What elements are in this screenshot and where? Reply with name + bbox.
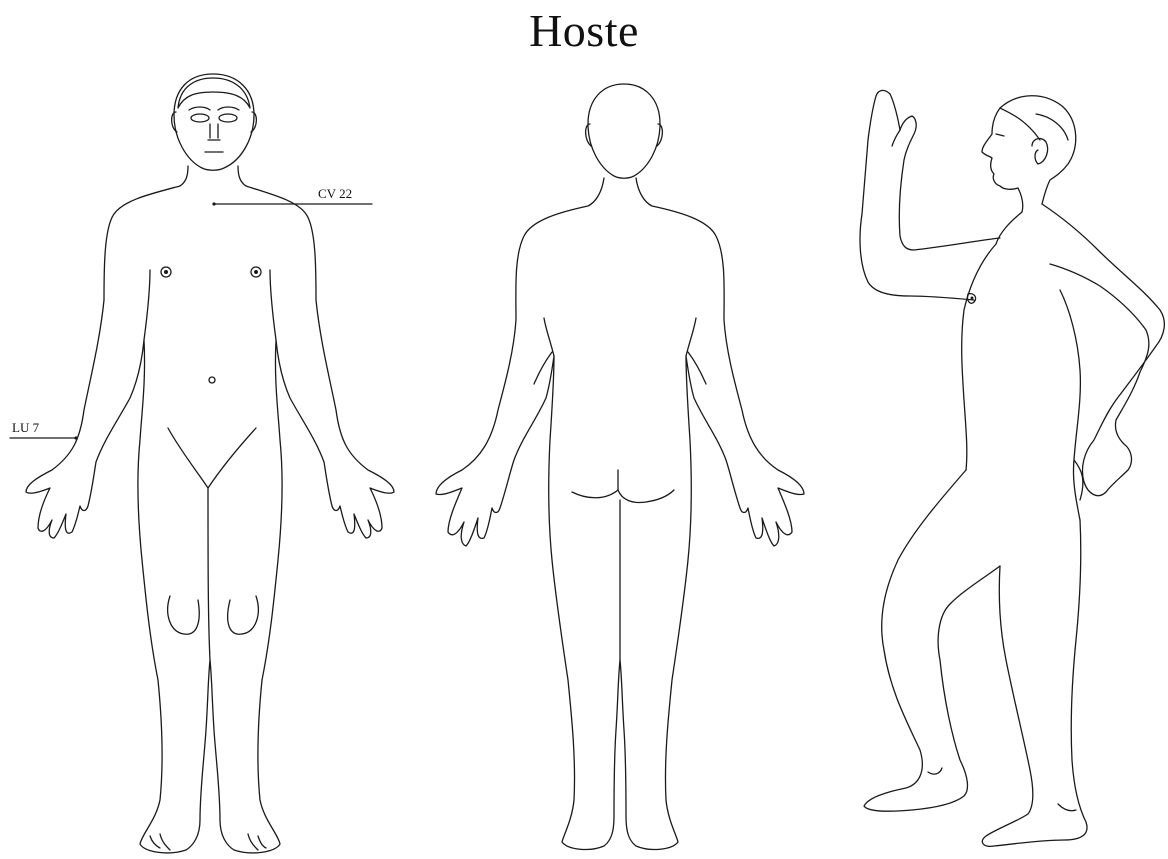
- side-hair: [1000, 108, 1068, 140]
- back-head: [588, 84, 660, 178]
- front-nipple-left-dot: [164, 270, 168, 274]
- side-back-ankle: [1058, 804, 1076, 811]
- side-back-line: [1060, 290, 1080, 520]
- front-groin: [168, 428, 256, 488]
- side-torso-front: [962, 212, 1022, 470]
- side-back-leg: [982, 520, 1087, 846]
- back-buttocks: [572, 490, 674, 503]
- lu7-label: LU 7: [12, 420, 40, 435]
- front-toes-right: [248, 834, 266, 850]
- cv22-point: [212, 202, 215, 205]
- side-head: [982, 96, 1076, 212]
- front-toes-left: [150, 834, 170, 850]
- back-figure: [436, 84, 804, 849]
- side-nipple-dot: [971, 297, 974, 300]
- lu7-point: [74, 436, 77, 439]
- front-neck: [180, 166, 246, 186]
- side-back-and-arm: [1042, 204, 1164, 496]
- front-knee-right: [228, 596, 259, 634]
- front-eye-right: [219, 114, 237, 122]
- front-eye-left: [191, 114, 209, 122]
- cv22-label: CV 22: [318, 186, 352, 201]
- front-leg-split: [208, 488, 210, 660]
- front-armpit-right: [270, 270, 276, 340]
- front-nose: [208, 124, 220, 140]
- front-brow-left: [189, 107, 210, 110]
- front-nipple-right-dot: [254, 270, 258, 274]
- side-eye: [996, 134, 1004, 136]
- front-knee-left: [168, 596, 200, 634]
- front-body-outline: [26, 186, 394, 853]
- front-armpit-left: [144, 270, 150, 340]
- side-front-leg: [864, 470, 1000, 811]
- side-ear: [1032, 139, 1048, 164]
- side-hand-thumb: [892, 130, 900, 146]
- front-brow-right: [218, 107, 239, 110]
- front-navel: [209, 377, 215, 383]
- side-front-ankle: [928, 768, 942, 774]
- side-figure: [860, 90, 1164, 846]
